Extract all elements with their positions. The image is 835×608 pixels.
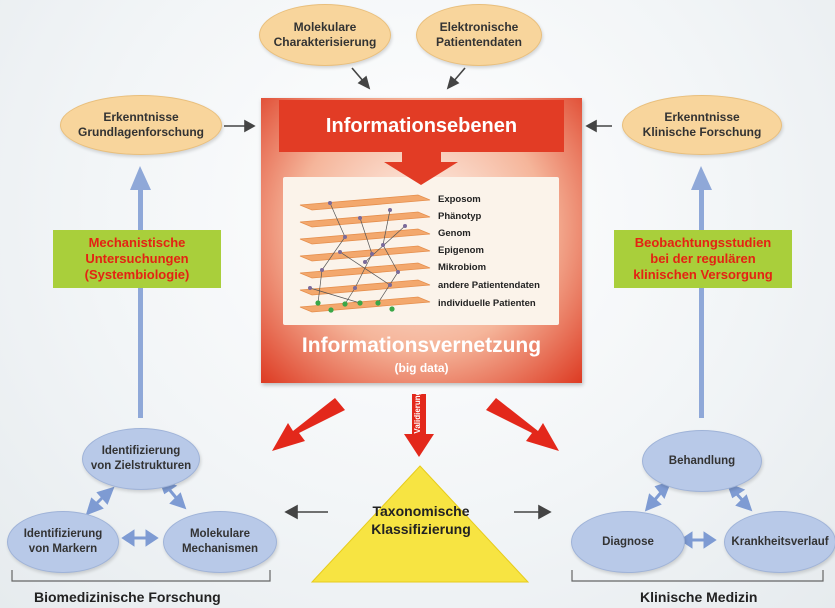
molecular-characterization-node: Molekulare Charakterisierung [259, 4, 391, 66]
mechanistic-studies-box: Mechanistische Untersuchungen (Systembio… [53, 230, 221, 288]
diagnosis-node: Diagnose [571, 511, 685, 573]
network-nodes [308, 201, 407, 290]
layer-label: andere Patientendaten [438, 280, 540, 291]
section-brackets [11, 570, 824, 582]
big-data-subtitle: (big data) [394, 361, 449, 375]
patient-nodes [315, 300, 395, 313]
information-levels-title: Informationsebenen [279, 100, 564, 152]
layer-label: Mikrobiom [438, 262, 487, 273]
clinical-medicine-label: Klinische Medizin [640, 589, 758, 605]
validation-label: Validierung [413, 390, 422, 434]
basic-research-findings-node: Erkenntnisse Grundlagenforschung [60, 95, 222, 155]
biomedical-research-label: Biomedizinische Forschung [34, 589, 221, 605]
layer-label: individuelle Patienten [438, 298, 536, 309]
taxonomy-label: Taxonomische Klassifizierung [371, 503, 471, 537]
clinical-research-findings-node: Erkenntnisse Klinische Forschung [622, 95, 782, 155]
layer-label: Phänotyp [438, 211, 482, 222]
electronic-patient-data-node: Elektronische Patientendaten [416, 4, 542, 66]
disease-course-node: Krankheitsverlauf [724, 511, 835, 573]
information-networking-title: Informationsvernetzung [301, 334, 542, 357]
layer-stack [299, 194, 431, 313]
observational-studies-box: Beobachtungsstudien bei der regulären kl… [614, 230, 792, 288]
blue-vertical-arrows [130, 166, 712, 418]
blue-cycle-arrows-right [644, 480, 753, 549]
target-identification-node: Identifizierung von Zielstrukturen [82, 428, 200, 490]
layer-label: Exposom [438, 194, 481, 205]
marker-identification-node: Identifizierung von Markern [7, 511, 119, 573]
taxonomy-triangle [310, 465, 530, 583]
treatment-node: Behandlung [642, 430, 762, 492]
layer-label: Epigenom [438, 245, 484, 256]
down-arrow-icon [384, 152, 458, 185]
gray-arrows [224, 67, 612, 520]
layer-label: Genom [438, 228, 471, 239]
molecular-mechanisms-node: Molekulare Mechanismen [163, 511, 277, 573]
red-arrows [272, 394, 559, 457]
network-lines [309, 202, 406, 305]
